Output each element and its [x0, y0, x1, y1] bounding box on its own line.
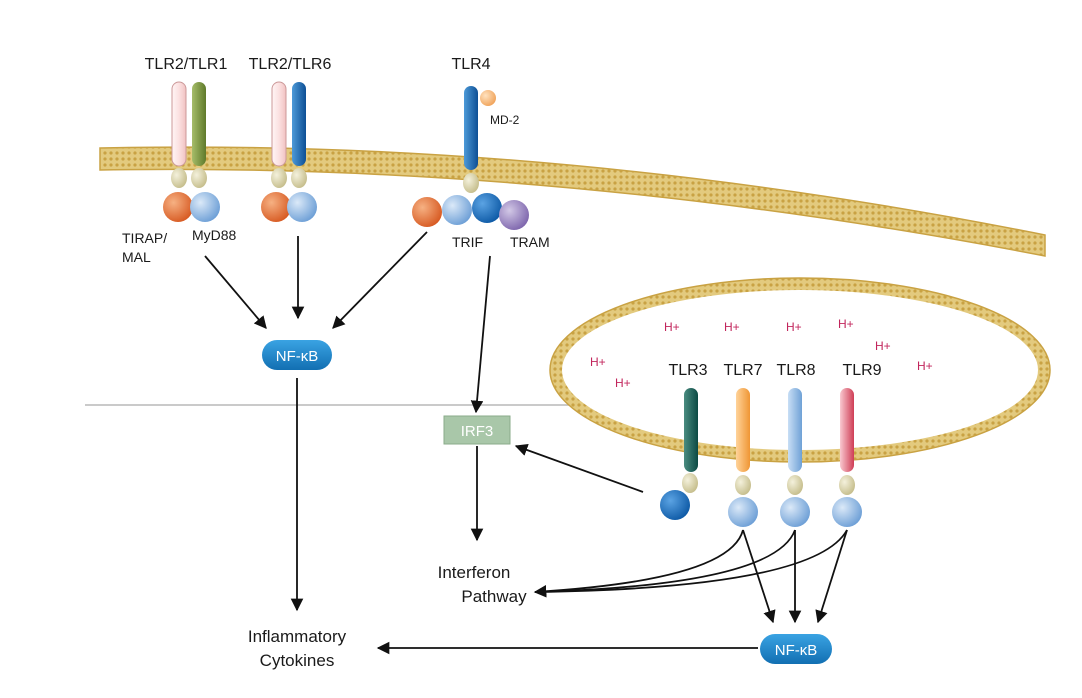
md2-label: MD-2	[490, 113, 520, 127]
proton-5: H+	[875, 339, 891, 353]
tlr8-receptor	[780, 388, 810, 527]
inflammatory-label-line1: Inflammatory	[248, 627, 347, 646]
tlr3-label: TLR3	[668, 362, 707, 379]
proton-1: H+	[664, 320, 680, 334]
proton-7: H+	[590, 355, 606, 369]
proton-6: H+	[917, 359, 933, 373]
md2-protein	[480, 90, 496, 106]
myd88-adaptor-3	[442, 195, 472, 225]
nfkb-node-bottom: NF-κB	[760, 634, 832, 664]
myd88-label: MyD88	[192, 227, 237, 243]
tlr9-label: TLR9	[842, 362, 881, 379]
arrow-tlr4-to-nfkb	[332, 231, 428, 329]
nfkb-top-label: NF-κB	[276, 348, 319, 365]
arrow-tirap-to-nfkb	[204, 255, 267, 329]
nfkb-bottom-label: NF-κB	[775, 642, 818, 659]
endosome	[549, 277, 1051, 463]
irf3-node: IRF3	[443, 415, 511, 445]
arrow-tlr7-to-nfkb	[742, 529, 776, 624]
arrow-tlr9-to-nfkb	[815, 529, 848, 624]
myd88-adaptor	[190, 192, 220, 222]
protons: H+ H+ H+ H+ H+ H+ H+ H+	[590, 317, 933, 390]
tram-adaptor	[499, 200, 529, 230]
trif-label: TRIF	[452, 234, 483, 250]
arrow-tlr8-to-interferon	[534, 529, 796, 593]
proton-4: H+	[838, 317, 854, 331]
tlr7-label: TLR7	[723, 362, 762, 379]
arrow-tlr3-to-irf3	[514, 443, 644, 493]
tlr4-receptor	[463, 86, 479, 193]
tlr8-label: TLR8	[776, 362, 815, 379]
tlr4-label: TLR4	[451, 56, 490, 73]
tram-label: TRAM	[510, 234, 550, 250]
tlr2-tlr1-receptor	[171, 81, 207, 188]
proton-3: H+	[786, 320, 802, 334]
tlr9-receptor	[832, 388, 862, 527]
myd88-adaptor-2	[287, 192, 317, 222]
tlr3-receptor	[660, 388, 698, 520]
inflammatory-label-line2: Cytokines	[260, 651, 335, 670]
proton-8: H+	[615, 376, 631, 390]
tirap-label-line2: MAL	[122, 249, 151, 265]
interferon-label-line1: Interferon	[438, 563, 511, 582]
trif-adaptor	[472, 193, 502, 223]
tirap-adaptor-3	[412, 197, 442, 227]
proton-2: H+	[724, 320, 740, 334]
arrow-tlr9-to-interferon	[534, 529, 848, 593]
interferon-label-line2: Pathway	[461, 587, 527, 606]
arrows	[204, 231, 848, 655]
tirap-adaptor	[163, 192, 193, 222]
tirap-adaptor-2	[261, 192, 291, 222]
tirap-label-line1: TIRAP/	[122, 230, 167, 246]
plasma-membrane	[99, 146, 1046, 257]
tlr2-tlr6-label: TLR2/TLR6	[249, 56, 332, 73]
nfkb-node-top: NF-κB	[262, 340, 332, 370]
arrow-tlr7-to-interferon	[533, 529, 744, 598]
tlr2-tlr6-receptor	[271, 81, 307, 188]
irf3-label: IRF3	[461, 423, 494, 440]
arrow-trif-to-irf3	[470, 255, 491, 414]
tlr7-receptor	[728, 388, 758, 527]
tlr2-tlr1-label: TLR2/TLR1	[145, 56, 228, 73]
